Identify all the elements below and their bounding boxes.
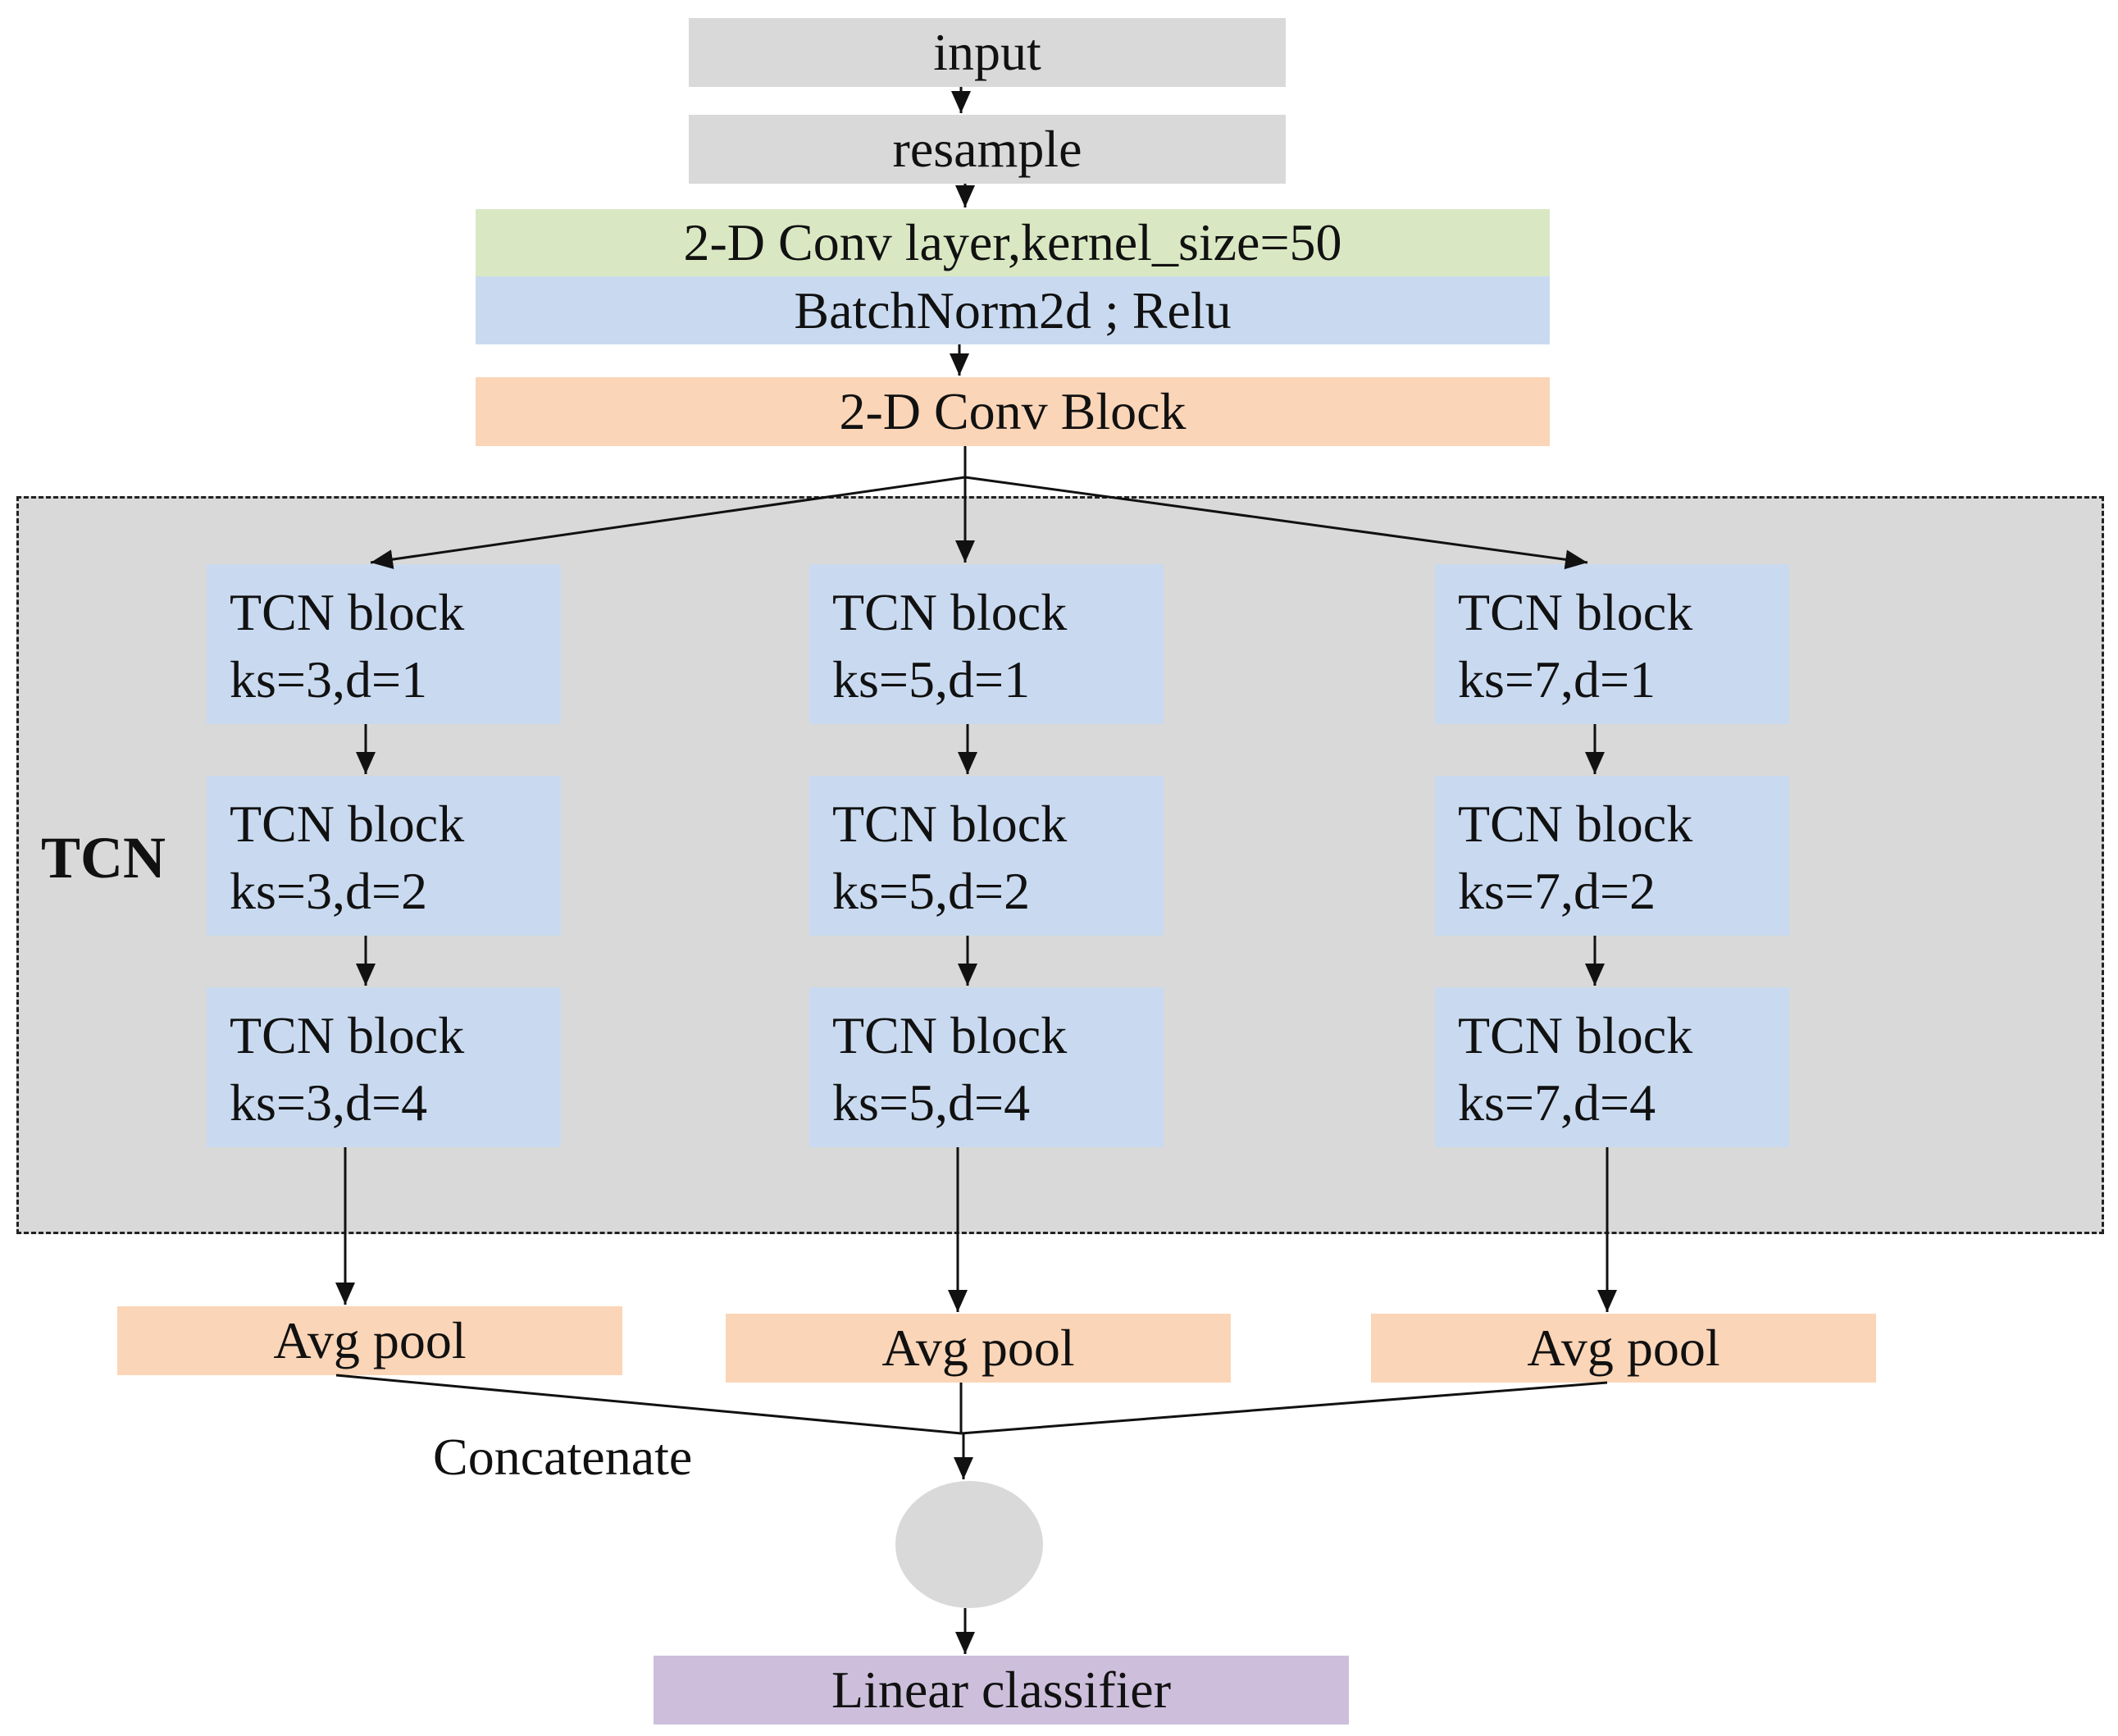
tcn-block-params: ks=5,d=2 xyxy=(832,862,1031,920)
tcn-block-title: TCN block xyxy=(1458,583,1693,641)
tcn-block-title: TCN block xyxy=(230,1006,465,1064)
tcn-block-params: ks=7,d=1 xyxy=(1458,650,1656,709)
avg-pool-box-1: Avg pool xyxy=(117,1306,622,1375)
tcn-block-ks5-d2: TCN block ks=5,d=2 xyxy=(809,776,1164,936)
avg-pool-box-3: Avg pool xyxy=(1371,1314,1876,1383)
tcn-block-ks3-d1: TCN block ks=3,d=1 xyxy=(207,564,561,724)
tcn-block-ks3-d2: TCN block ks=3,d=2 xyxy=(207,776,561,936)
tcn-block-params: ks=5,d=1 xyxy=(832,650,1031,709)
tcn-block-ks7-d4: TCN block ks=7,d=4 xyxy=(1435,987,1789,1147)
conv-layer-label: 2-D Conv layer,kernel_size=50 xyxy=(683,213,1342,271)
concatenate-label: Concatenate xyxy=(433,1428,693,1486)
tcn-block-title: TCN block xyxy=(230,795,465,853)
tcn-block-ks5-d1: TCN block ks=5,d=1 xyxy=(809,564,1164,724)
tcn-block-params: ks=3,d=1 xyxy=(230,650,428,709)
avg-pool-box-2: Avg pool xyxy=(726,1314,1231,1383)
concatenate-node xyxy=(895,1481,1043,1608)
linear-classifier-box: Linear classifier xyxy=(654,1656,1349,1725)
tcn-block-title: TCN block xyxy=(230,583,465,641)
tcn-block-ks7-d2: TCN block ks=7,d=2 xyxy=(1435,776,1789,936)
arrow-split-right xyxy=(964,476,1588,570)
avg-pool-label: Avg pool xyxy=(881,1319,1075,1377)
batchnorm-box: BatchNorm2d ; Relu xyxy=(476,276,1550,344)
tcn-block-ks7-d1: TCN block ks=7,d=1 xyxy=(1435,564,1789,724)
tcn-block-title: TCN block xyxy=(1458,795,1693,853)
tcn-block-ks5-d4: TCN block ks=5,d=4 xyxy=(809,987,1164,1147)
tcn-block-params: ks=7,d=4 xyxy=(1458,1073,1656,1132)
conv-block-box: 2-D Conv Block xyxy=(476,377,1550,446)
resample-box: resample xyxy=(689,115,1286,184)
conv-block-label: 2-D Conv Block xyxy=(839,382,1187,440)
avg-pool-label: Avg pool xyxy=(1527,1319,1720,1377)
input-label: input xyxy=(933,23,1041,81)
arrow-split-left xyxy=(370,476,966,570)
linear-classifier-label: Linear classifier xyxy=(831,1661,1171,1719)
tcn-block-title: TCN block xyxy=(832,1006,1068,1064)
line-pool3-merge xyxy=(960,1381,1608,1435)
tcn-block-title: TCN block xyxy=(832,795,1068,853)
tcn-block-params: ks=3,d=2 xyxy=(230,862,428,920)
tcn-label: TCN xyxy=(41,825,166,891)
tcn-block-ks3-d4: TCN block ks=3,d=4 xyxy=(207,987,561,1147)
line-pool1-merge xyxy=(335,1374,962,1435)
tcn-block-title: TCN block xyxy=(1458,1006,1693,1064)
tcn-block-params: ks=5,d=4 xyxy=(832,1073,1031,1132)
conv-layer-box: 2-D Conv layer,kernel_size=50 xyxy=(476,209,1550,276)
resample-label: resample xyxy=(892,120,1082,178)
batchnorm-label: BatchNorm2d ; Relu xyxy=(794,280,1232,339)
tcn-block-title: TCN block xyxy=(832,583,1068,641)
input-box: input xyxy=(689,18,1286,87)
avg-pool-label: Avg pool xyxy=(273,1311,467,1369)
tcn-block-params: ks=3,d=4 xyxy=(230,1073,428,1132)
tcn-block-params: ks=7,d=2 xyxy=(1458,862,1656,920)
